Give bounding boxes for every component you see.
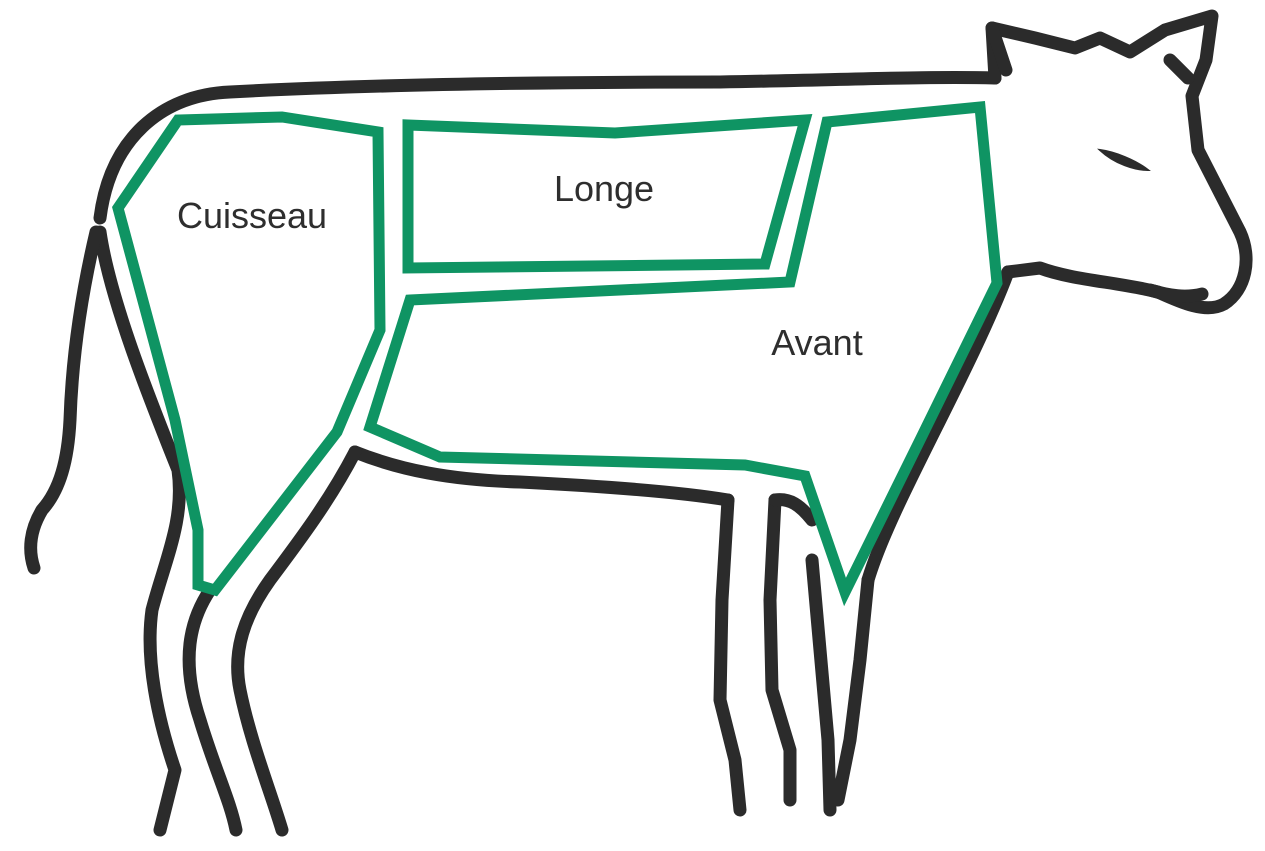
cow-tail [31, 232, 96, 568]
cow-hind-leg-back [100, 232, 236, 830]
avant-outline [370, 107, 997, 592]
longe-label: Longe [554, 168, 654, 209]
cow-mouth [1150, 290, 1202, 296]
cuisseau-outline [118, 117, 380, 590]
cow-front-leg-back [720, 500, 790, 810]
cow-hind-leg-front [238, 452, 355, 830]
avant-label: Avant [771, 322, 862, 363]
cow-eye [1100, 150, 1148, 170]
cow-chest [868, 272, 1008, 580]
cow-front-leg-front [812, 560, 868, 810]
cow-outline [31, 16, 1246, 830]
cuisseau-label: Cuisseau [177, 195, 327, 236]
